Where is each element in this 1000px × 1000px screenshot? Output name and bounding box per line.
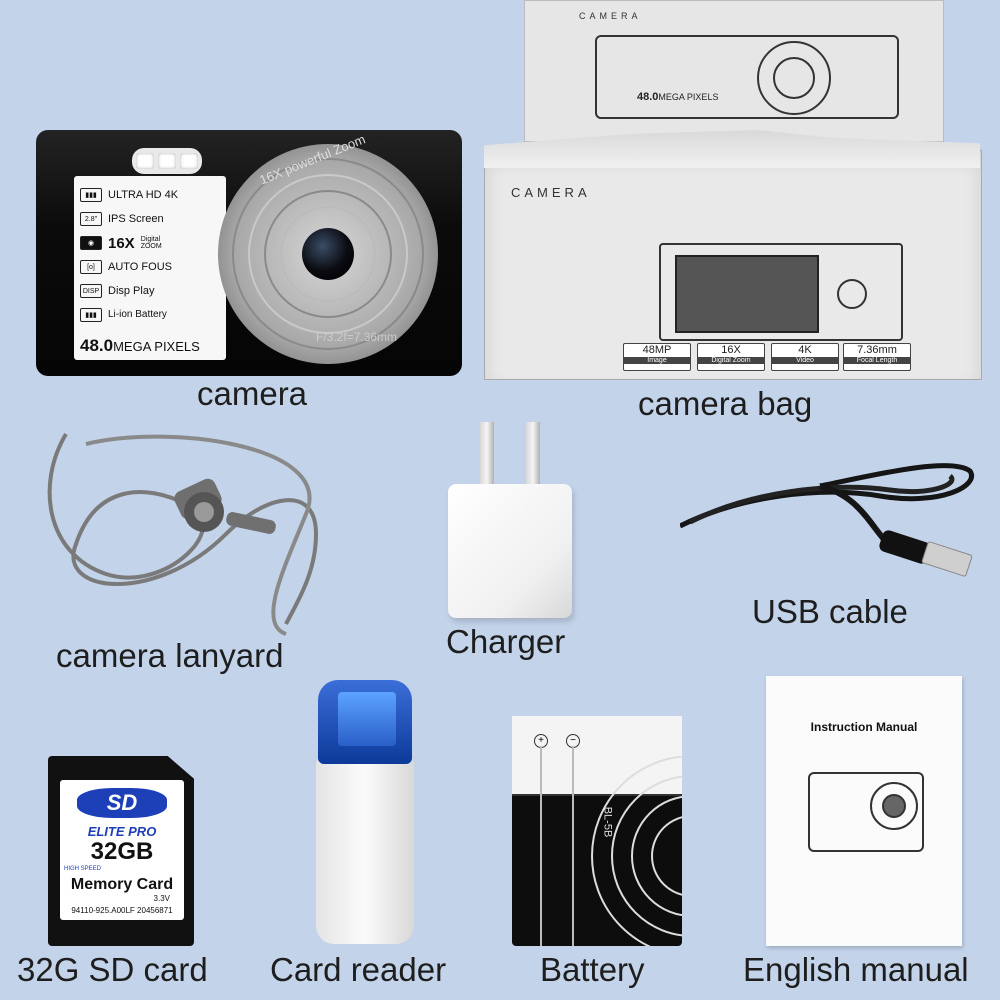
caption-card-reader: Card reader xyxy=(270,951,447,988)
box-camera-back-drawing xyxy=(659,243,903,341)
megapixels-value: 48.0 xyxy=(80,336,114,355)
box-camera-drawing: 48.0MEGA PIXELS xyxy=(595,35,899,119)
usb-plug-icon xyxy=(338,692,396,746)
spec-text: ULTRA HD 4K xyxy=(108,189,179,201)
camera-spec-label: ▮▮▮ ULTRA HD 4K 2.8" IPS Screen ◉ 16X Di… xyxy=(74,176,226,360)
megapixels-unit: MEGA PIXELS xyxy=(113,339,200,354)
box-brand: CAMERA xyxy=(511,185,591,200)
manual-photo: Instruction Manual xyxy=(766,676,962,946)
battery-model: BL-5B xyxy=(601,806,614,838)
screen-icon: 2.8" xyxy=(80,212,102,226)
charger-prong xyxy=(480,422,494,486)
box-top-brand: CAMERA xyxy=(579,11,642,21)
box-top: CAMERA 48.0MEGA PIXELS xyxy=(524,0,944,142)
megapixels: 48.0MEGA PIXELS xyxy=(80,336,200,356)
charger-photo xyxy=(440,422,580,622)
manual-camera-drawing xyxy=(808,772,924,852)
usb-cable-photo xyxy=(678,456,990,586)
caption-camera: camera xyxy=(197,375,308,412)
caption-battery: Battery xyxy=(540,951,645,988)
focus-icon: [o] xyxy=(80,260,102,274)
lanyard-photo xyxy=(36,424,336,644)
sd-brand: ELITE PRO xyxy=(87,824,157,839)
spec-row-focus: [o] AUTO FOUS xyxy=(74,256,226,278)
spec-text: AUTO FOUS xyxy=(108,261,172,273)
lens xyxy=(218,144,438,364)
sd-speed: HIGH SPEED xyxy=(64,866,102,872)
reader-body xyxy=(316,758,414,944)
caption-usb-cable: USB cable xyxy=(752,593,908,630)
spec-text: IPS Screen xyxy=(108,213,164,225)
caption-manual: English manual xyxy=(743,951,969,988)
charger-prong xyxy=(526,422,540,486)
sd-logo-icon: SD xyxy=(77,788,167,818)
manual-title: Instruction Manual xyxy=(810,720,918,734)
flash-icon xyxy=(132,148,202,174)
lens-focal-text: F/3.2f=7.36mm xyxy=(316,330,398,344)
sd-label: SD ELITE PRO 32GB HIGH SPEED Memory Card… xyxy=(60,780,184,920)
sd-capacity: 32GB xyxy=(90,838,154,865)
zoom-icon: ◉ xyxy=(80,236,102,250)
caption-charger: Charger xyxy=(446,623,566,660)
camera-photo: ▮▮▮ ULTRA HD 4K 2.8" IPS Screen ◉ 16X Di… xyxy=(36,130,462,376)
spec-row-battery: ▮▮▮ Li-ion Battery xyxy=(74,304,226,326)
sd-voltage: 3.3V xyxy=(153,894,170,903)
box-top-megapixels: 48.0MEGA PIXELS xyxy=(637,91,719,103)
spec-row-hd: ▮▮▮ ULTRA HD 4K xyxy=(74,184,226,206)
charger-body xyxy=(448,484,572,618)
spec-text: Disp Play xyxy=(108,285,155,297)
disp-icon: DISP xyxy=(80,284,102,298)
card-reader-photo xyxy=(316,680,416,946)
spec-text: Li-ion Battery xyxy=(108,309,167,320)
spec-row-zoom: ◉ 16X Digital ZOOM xyxy=(74,232,226,254)
spec-zoom-sub: Digital ZOOM xyxy=(140,236,162,250)
sd-serial: 94110-925.A00LF 20456871 xyxy=(71,906,173,915)
caption-lanyard: camera lanyard xyxy=(56,637,284,674)
caption-camera-bag: camera bag xyxy=(638,385,813,422)
sd-type: Memory Card xyxy=(70,876,174,893)
battery-photo: + − BL-5B xyxy=(512,716,682,946)
lens-glass xyxy=(302,228,354,280)
reader-cap xyxy=(318,680,412,764)
battery-icon: ▮▮▮ xyxy=(80,308,102,322)
spec-row-screen: 2.8" IPS Screen xyxy=(74,208,226,230)
spec-zoom: 16X xyxy=(108,234,135,252)
sd-card-photo: SD ELITE PRO 32GB HIGH SPEED Memory Card… xyxy=(48,756,194,946)
spec-row-disp: DISP Disp Play xyxy=(74,280,226,302)
caption-sd-card: 32G SD card xyxy=(17,951,208,988)
hd-icon: ▮▮▮ xyxy=(80,188,102,202)
